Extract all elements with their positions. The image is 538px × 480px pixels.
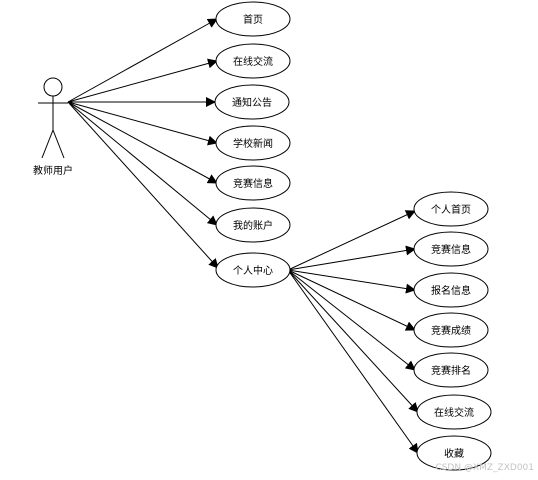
uc-personal-center: 个人中心: [215, 252, 291, 288]
uc-sub-chat: 在线交流: [416, 394, 492, 430]
assoc-signup-info: [287, 269, 416, 294]
uc-home: 首页: [215, 1, 291, 37]
uc-contest-info: 竞赛信息: [215, 165, 291, 201]
svg-text:学校新闻: 学校新闻: [233, 137, 273, 150]
assoc-personal-home: [287, 210, 416, 271]
actor-left-leg: [41, 129, 54, 159]
svg-text:在线交流: 在线交流: [434, 406, 474, 419]
svg-text:竞赛信息: 竞赛信息: [233, 177, 273, 190]
svg-text:首页: 首页: [243, 13, 263, 26]
svg-text:收藏: 收藏: [444, 447, 464, 460]
assoc-contest-score: [287, 269, 416, 331]
uc-account: 我的账户: [215, 207, 291, 243]
assoc-contest-info: [67, 101, 218, 184]
svg-text:个人首页: 个人首页: [431, 203, 471, 216]
actor-right-leg: [52, 129, 65, 159]
uc-news: 学校新闻: [215, 125, 291, 161]
uc-contest-score: 竞赛成绩: [413, 312, 489, 348]
uc-sub-contest-info: 竞赛信息: [413, 231, 489, 267]
svg-text:竞赛成绩: 竞赛成绩: [431, 324, 471, 337]
svg-text:竞赛排名: 竞赛排名: [431, 364, 471, 377]
uc-signup-info: 报名信息: [413, 272, 489, 308]
uc-favorites: 收藏: [416, 435, 492, 471]
assoc-news: [67, 101, 218, 146]
actor-figure: [38, 77, 68, 159]
svg-text:在线交流: 在线交流: [233, 55, 273, 68]
svg-text:竞赛信息: 竞赛信息: [431, 243, 471, 256]
assoc-contest-rank: [287, 269, 416, 371]
svg-text:我的账户: 我的账户: [233, 219, 273, 232]
uc-contest-rank: 竞赛排名: [413, 352, 489, 388]
uc-notice: 通知公告: [214, 84, 290, 120]
assoc-personal-center: [67, 101, 219, 269]
uc-personal-home: 个人首页: [413, 191, 489, 227]
assoc-sub-chat: [287, 269, 419, 413]
assoc-home: [67, 18, 218, 103]
actor-head: [43, 77, 63, 97]
svg-text:报名信息: 报名信息: [431, 284, 471, 297]
uc-chat: 在线交流: [215, 43, 291, 79]
assoc-chat: [67, 58, 218, 103]
actor-associations: [67, 18, 219, 269]
assoc-account: [67, 101, 218, 226]
center-associations: [287, 210, 419, 454]
svg-text:通知公告: 通知公告: [232, 96, 272, 109]
actor-label: 教师用户: [33, 164, 73, 177]
svg-text:个人中心: 个人中心: [233, 264, 273, 277]
assoc-favorites: [287, 269, 419, 454]
watermark: CSDN @XMZ_ZXD001: [435, 463, 534, 473]
assoc-sub-contest-info: [287, 245, 416, 271]
